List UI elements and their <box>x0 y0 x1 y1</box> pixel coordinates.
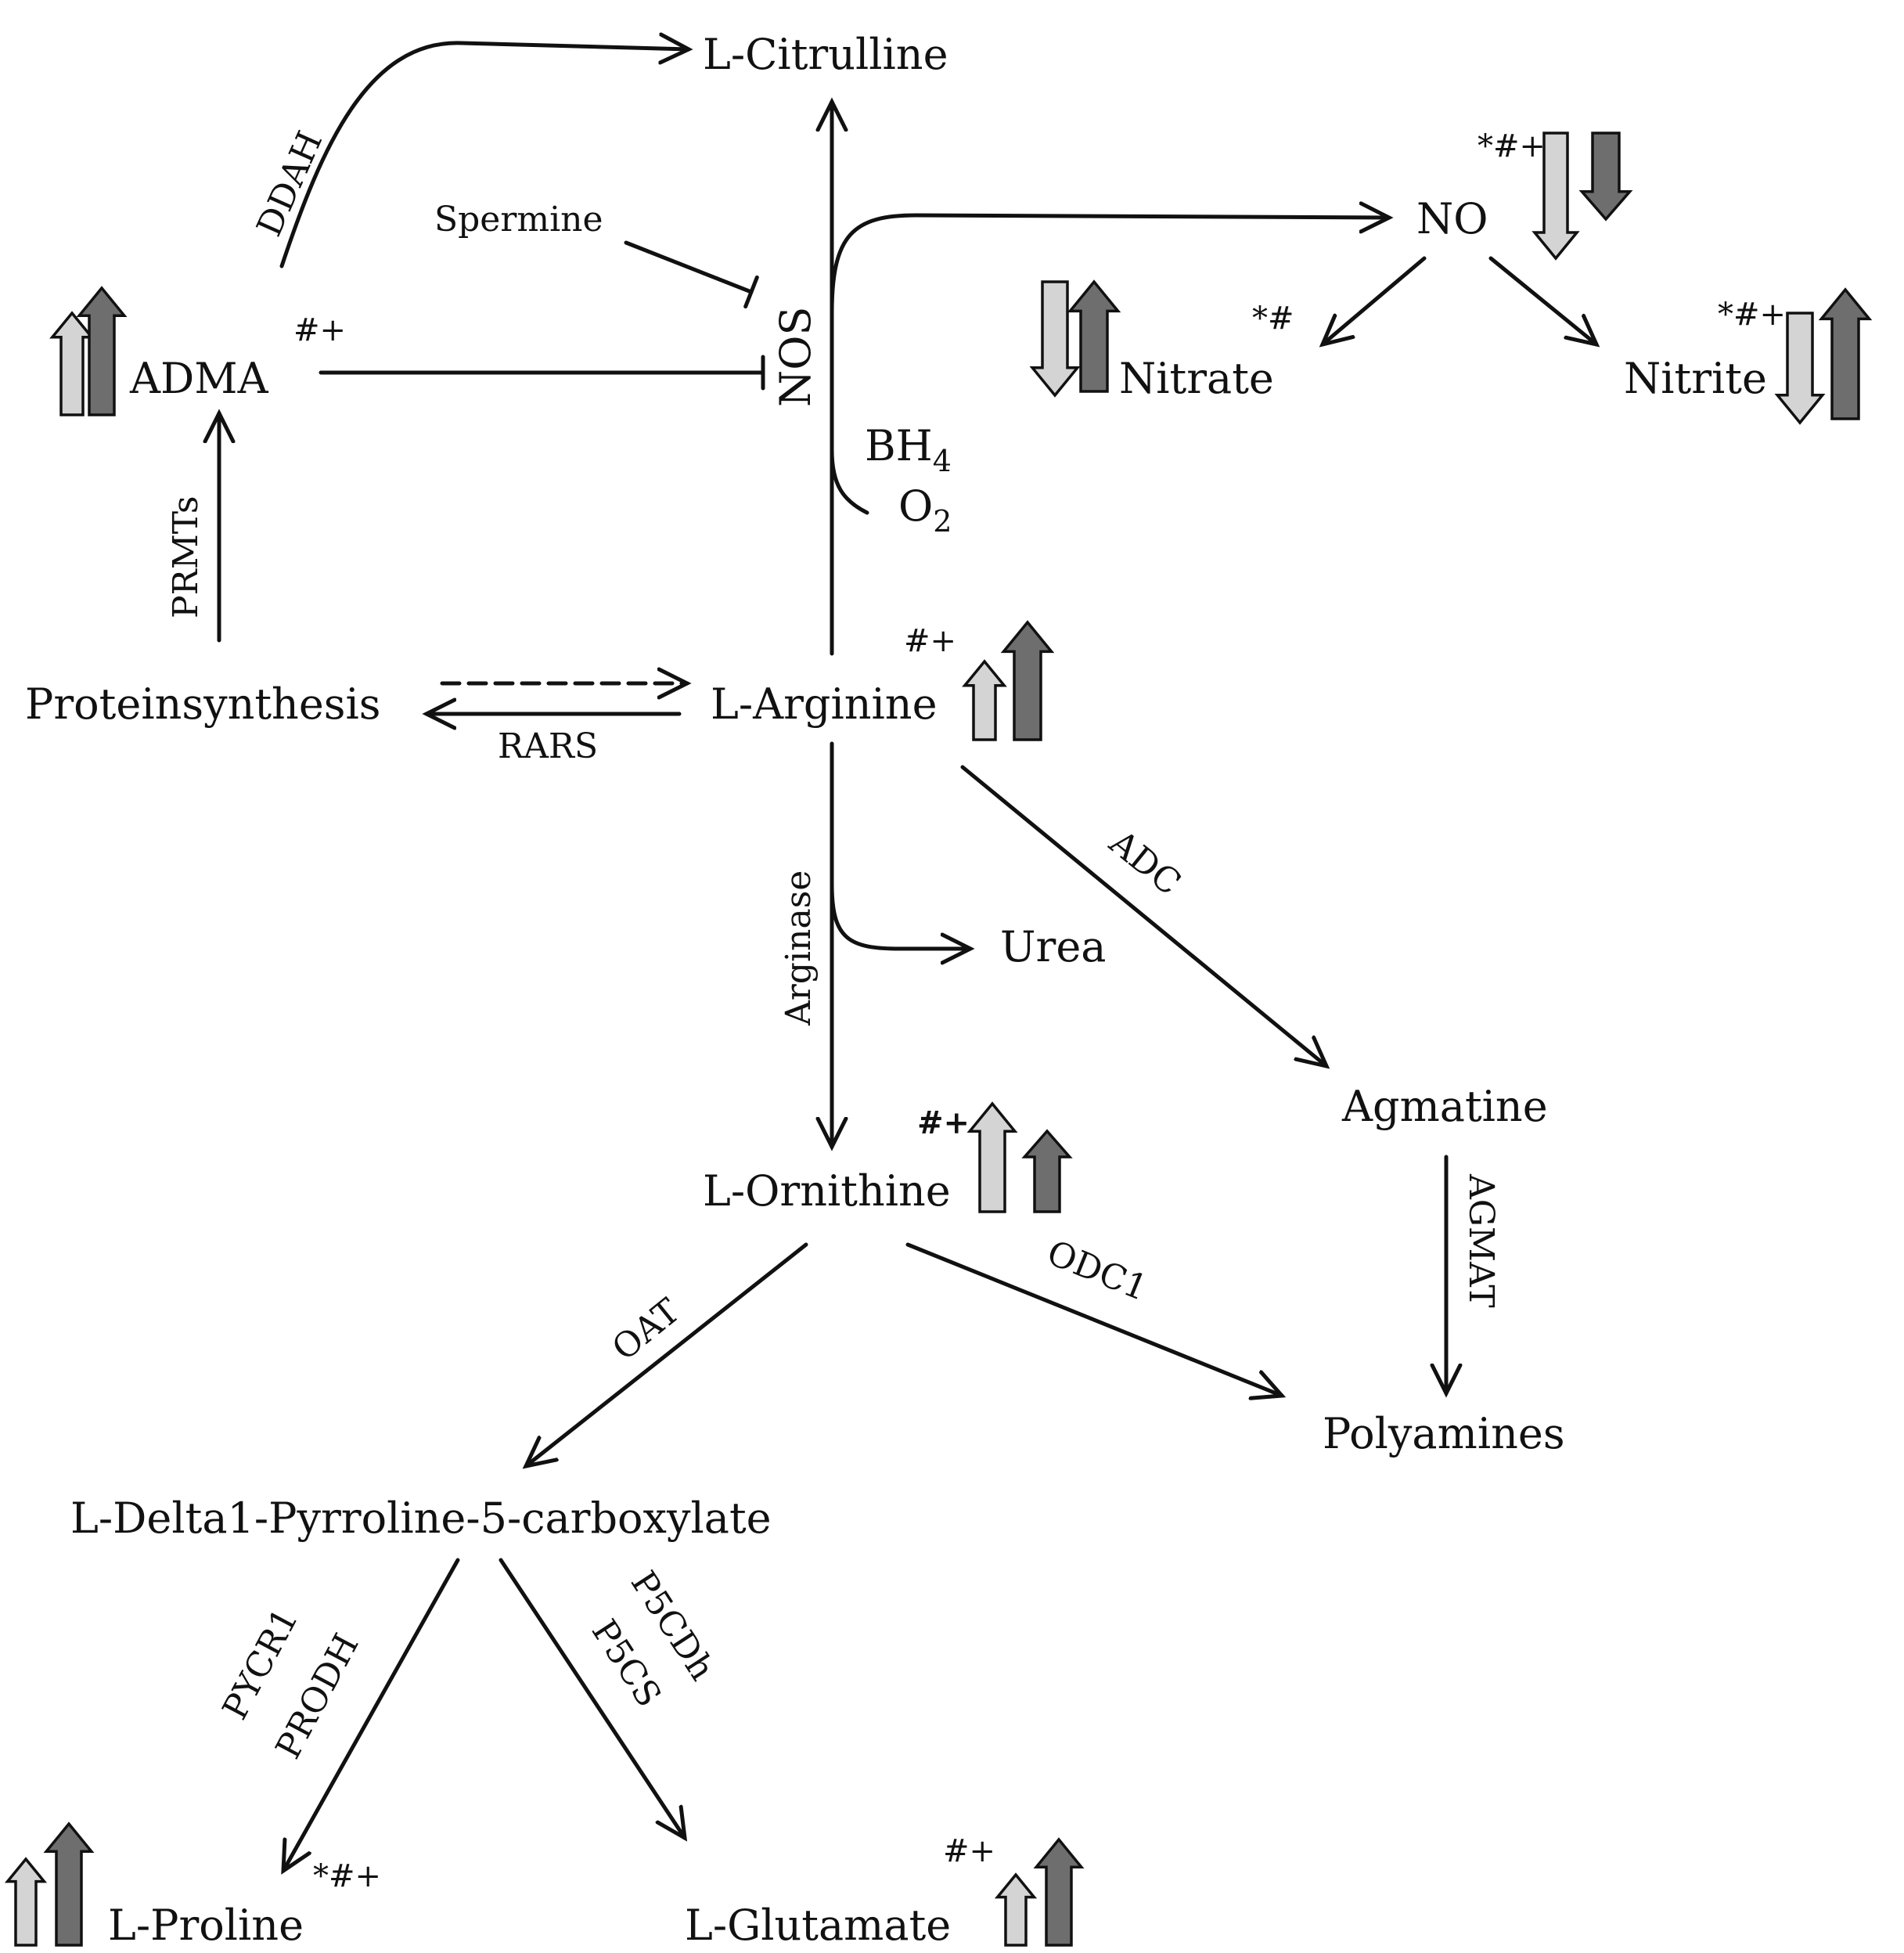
indicator-l-proline-dark-up <box>43 1821 95 1947</box>
enzyme-agmat: AGMAT <box>1461 1173 1501 1308</box>
indicator-l-ornithine-dark-up <box>1021 1129 1073 1213</box>
node-l-arginine: L-Arginine <box>711 679 938 729</box>
enzyme-arginase: Arginase <box>779 870 819 1026</box>
indicator-no-light-down <box>1531 132 1580 261</box>
mark-nitrite: *#+ <box>1718 297 1786 333</box>
node-l-citrulline: L-Citrulline <box>703 30 948 79</box>
node-l-glutamate: L-Glutamate <box>685 1901 951 1950</box>
node-l-proline: L-Proline <box>108 1901 304 1950</box>
node-nos: NOS <box>771 306 820 407</box>
indicator-no-dark-down <box>1578 132 1633 222</box>
mark-adma: #+ <box>293 312 346 348</box>
edge-arginine-to-no <box>830 215 1389 315</box>
indicator-l-arginine-light-up <box>962 659 1007 741</box>
edge-arginine-to-urea <box>830 882 970 949</box>
enzyme-rars: RARS <box>498 726 598 766</box>
indicator-l-arginine-dark-up <box>1000 620 1055 741</box>
edge-no-to-nitrate <box>1323 256 1427 344</box>
node-agmatine: Agmatine <box>1341 1082 1548 1131</box>
node-urea: Urea <box>1000 922 1106 971</box>
mark-nitrate: *# <box>1252 301 1294 337</box>
enzyme-oat: OAT <box>605 1291 688 1368</box>
bh4-subscript: 4 <box>933 444 952 478</box>
change-indicators <box>4 132 1873 1947</box>
node-polyamines: Polyamines <box>1323 1409 1565 1458</box>
edge-ornithine-to-polyamines <box>905 1242 1282 1396</box>
node-no: NO <box>1416 194 1488 243</box>
o2-subscript: 2 <box>933 504 952 539</box>
mark-no: *#+ <box>1477 128 1546 164</box>
node-p5c: L-Delta1-Pyrroline-5-carboxylate <box>70 1494 772 1543</box>
mark-proline: *#+ <box>313 1858 381 1894</box>
enzyme-prmts: PRMTs <box>166 495 206 618</box>
node-nitrite: Nitrite <box>1624 354 1767 403</box>
indicator-nitrite-dark-up <box>1818 287 1873 420</box>
enzyme-ddah: DDAH <box>249 125 330 242</box>
indicator-nitrate-dark-up <box>1067 279 1121 393</box>
edge-ornithine-to-p5c <box>526 1242 808 1466</box>
node-adma: ADMA <box>129 354 269 403</box>
edge-arginine-to-agmatine <box>960 765 1326 1066</box>
node-nitrate: Nitrate <box>1119 354 1274 403</box>
indicator-l-ornithine-light-up <box>966 1101 1018 1213</box>
indicator-l-proline-light-up <box>4 1857 48 1947</box>
indicator-l-glutamate-dark-up <box>1033 1837 1085 1947</box>
mark-arginine: #+ <box>904 623 956 659</box>
indicator-adma-light-up <box>49 311 95 416</box>
edge-spermine-inhibits-nos <box>624 240 759 309</box>
indicator-l-glutamate-light-up <box>994 1872 1038 1947</box>
node-proteinsynthesis: Proteinsynthesis <box>25 679 381 729</box>
mark-glutamate: #+ <box>943 1833 995 1869</box>
enzyme-odc1: ODC1 <box>1042 1233 1153 1309</box>
bh4-base: BH <box>865 421 933 470</box>
mark-ornithine: #+ <box>917 1104 970 1141</box>
node-spermine: Spermine <box>434 200 603 240</box>
o2-base: O <box>898 481 933 531</box>
edge-p5c-to-glutamate <box>498 1558 685 1838</box>
node-bh4: BH4 <box>865 421 952 478</box>
indicator-nitrate-light-down <box>1029 280 1081 398</box>
node-l-ornithine: L-Ornithine <box>703 1166 951 1216</box>
edge-no-to-nitrite <box>1488 256 1596 344</box>
node-o2: O2 <box>898 481 952 539</box>
indicator-nitrite-light-down <box>1774 312 1826 425</box>
edge-adma-to-citrulline <box>279 43 689 268</box>
indicator-adma-dark-up <box>76 286 128 416</box>
edge-p5c-to-proline <box>283 1558 460 1871</box>
edge-cofactor-o2 <box>830 448 869 515</box>
